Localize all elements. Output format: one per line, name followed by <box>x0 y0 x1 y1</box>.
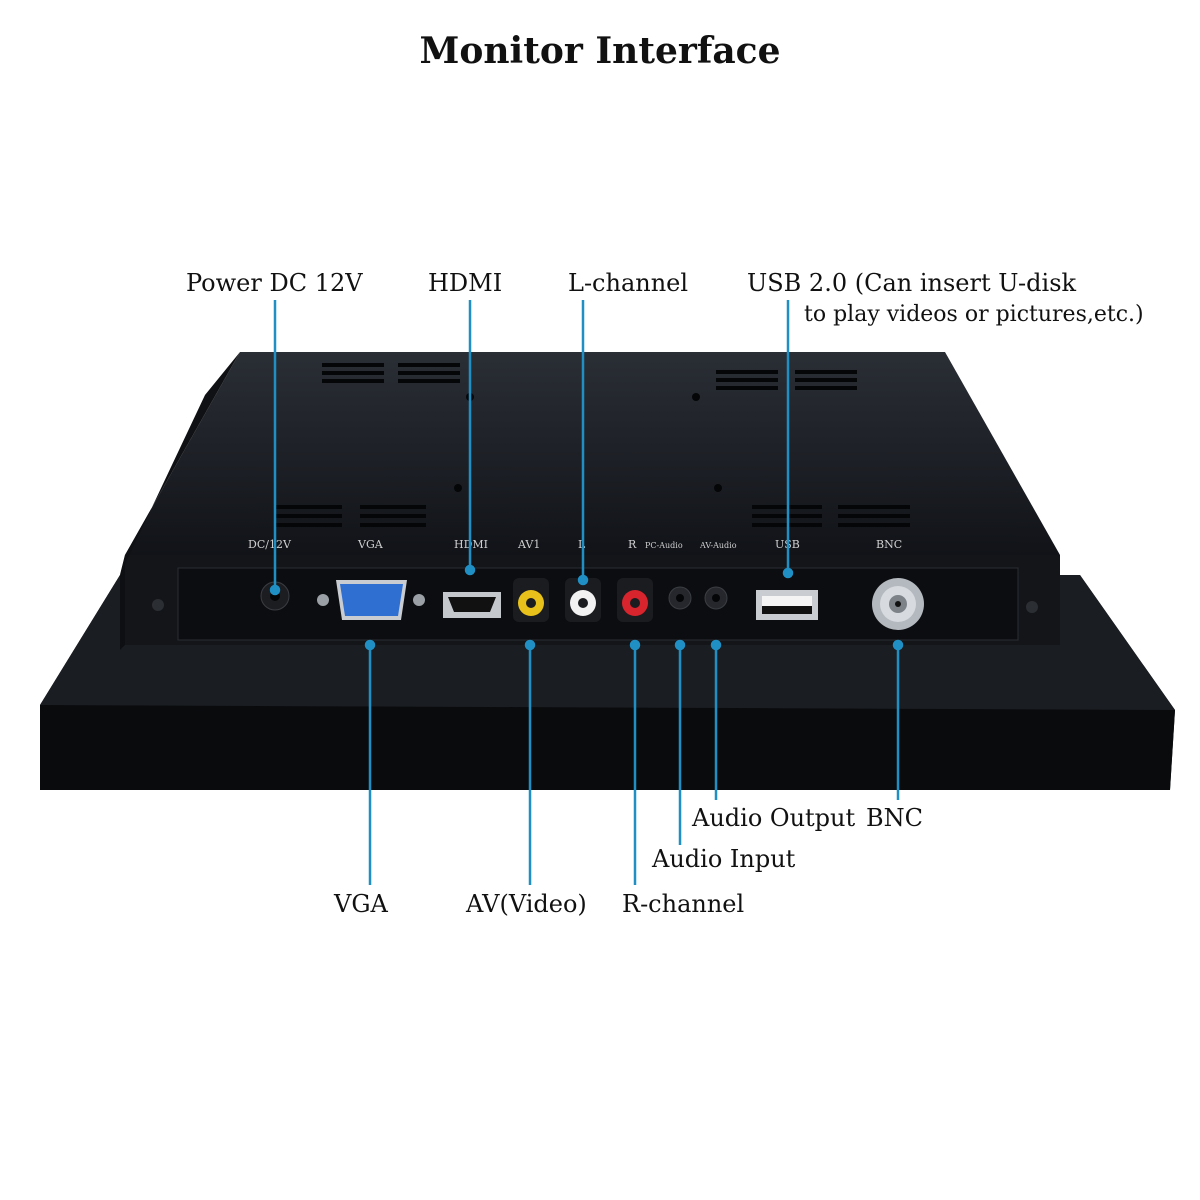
callout-usb-line2: to play videos or pictures,etc.) <box>804 302 1144 327</box>
audio-input-jack <box>668 586 692 610</box>
panel-label-av1: AV1 <box>517 538 540 551</box>
panel-label-av-audio: AV-Audio <box>699 541 737 550</box>
r-channel-jack <box>617 578 653 622</box>
leader-lines <box>269 300 904 885</box>
callout-r-channel: R-channel <box>622 890 745 918</box>
hdmi-port <box>443 592 501 618</box>
callout-audio-output: Audio Output <box>692 804 856 832</box>
page-title: Monitor Interface <box>419 30 781 72</box>
callout-l-channel: L-channel <box>568 269 689 297</box>
bnc-connector <box>872 578 924 630</box>
panel-label-vga: VGA <box>357 538 384 551</box>
panel-label-pc-audio: PC-Audio <box>645 541 683 550</box>
panel-label-r: R <box>628 538 637 551</box>
panel-label-bnc: BNC <box>876 538 902 551</box>
usb-port <box>756 590 818 620</box>
callout-hdmi: HDMI <box>428 269 503 297</box>
callout-audio-input: Audio Input <box>652 845 796 873</box>
callout-usb-line1: USB 2.0 (Can insert U-disk <box>747 269 1077 297</box>
audio-output-jack <box>704 586 728 610</box>
callout-vga: VGA <box>334 890 388 918</box>
callout-power-dc-12v: Power DC 12V <box>186 269 363 297</box>
l-channel-jack <box>565 578 601 622</box>
panel-label-dc12v: DC/12V <box>248 538 292 551</box>
vga-port <box>317 580 425 620</box>
av-video-jack <box>513 578 549 622</box>
callout-av-video: AV(Video) <box>466 890 587 918</box>
callout-bnc: BNC <box>866 804 923 832</box>
